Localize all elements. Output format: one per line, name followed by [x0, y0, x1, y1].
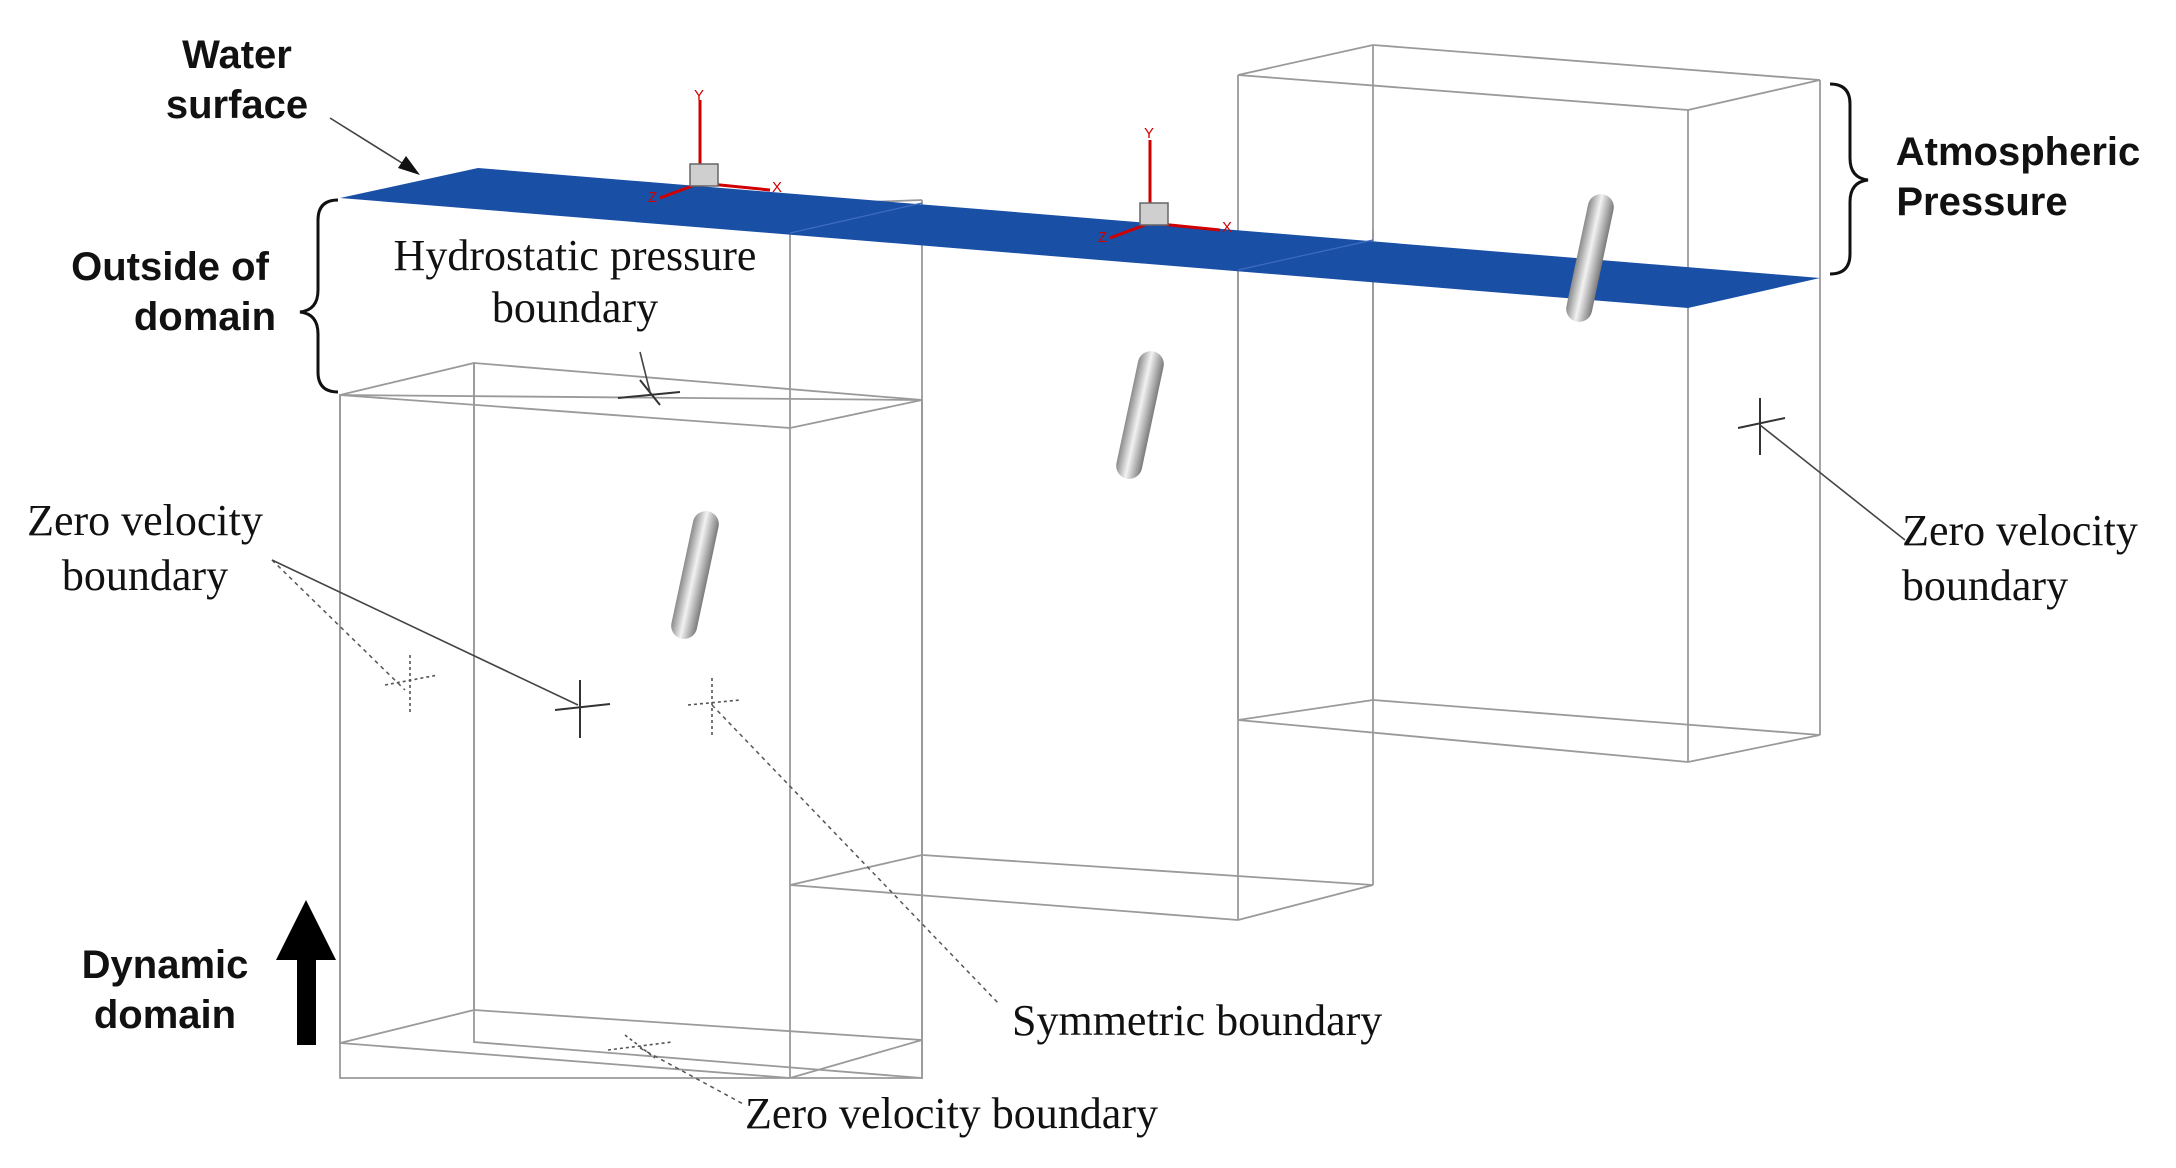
hydrostatic-label: boundary — [492, 283, 658, 332]
hydrostatic-label: Hydrostatic pressure — [394, 231, 757, 280]
zero-velocity-bottom-label: Zero velocity boundary — [745, 1089, 1158, 1138]
cylinder-left — [671, 511, 719, 639]
axis-y-label: Y — [1144, 125, 1154, 142]
leader-zero-velocity-right — [1759, 424, 1906, 541]
hydrostatic-marker — [617, 379, 681, 406]
zero-velocity-marker-left-dashed — [384, 655, 439, 715]
left-domain-box — [339, 362, 923, 1079]
water-surface-label: surface — [166, 83, 308, 127]
right-domain-box — [1237, 44, 1821, 763]
axis-x-label: X — [1222, 219, 1232, 236]
leader-zero-velocity-left-2 — [271, 559, 579, 706]
zero-velocity-left-label: Zero velocity — [27, 496, 263, 545]
zero-velocity-marker-left-solid — [554, 680, 611, 738]
outside-domain-label: Outside of — [71, 245, 269, 289]
zero-velocity-marker-right — [1737, 398, 1786, 455]
water-surface-label: Water — [182, 33, 292, 77]
axis-triad-middle: Y X Z — [1098, 125, 1232, 246]
cylinder-right — [1566, 194, 1614, 322]
dynamic-domain-label: domain — [94, 993, 236, 1037]
symmetric-boundary-label: Symmetric boundary — [1012, 996, 1382, 1045]
leader-zero-velocity-left-1 — [271, 559, 406, 691]
atmospheric-pressure-label: Atmospheric — [1896, 130, 2141, 174]
outside-domain-brace — [299, 198, 339, 394]
cylinder-middle — [1116, 351, 1164, 479]
dynamic-domain-label: Dynamic — [82, 943, 249, 987]
axis-y-label: Y — [694, 87, 704, 104]
axis-triad-left: Y X Z — [648, 87, 782, 206]
symmetric-marker — [687, 678, 741, 735]
dynamic-domain-arrow — [276, 900, 336, 1045]
leader-zero-velocity-bottom — [639, 1047, 746, 1106]
zero-velocity-right-label: Zero velocity — [1902, 506, 2138, 555]
outside-domain-label: domain — [134, 295, 276, 339]
atmospheric-brace — [1829, 82, 1869, 276]
axis-z-label: Z — [1098, 229, 1107, 246]
axis-z-label: Z — [648, 189, 657, 206]
middle-domain-box — [789, 199, 1374, 921]
leader-symmetric — [711, 704, 1001, 1006]
zero-velocity-left-label: boundary — [62, 551, 228, 600]
water-surface-plane — [340, 168, 1820, 308]
leader-water-surface — [329, 117, 420, 175]
axis-x-label: X — [772, 179, 782, 196]
atmospheric-pressure-label: Pressure — [1896, 180, 2067, 224]
zero-velocity-right-label: boundary — [1902, 561, 2068, 610]
leader-hydrostatic — [639, 351, 651, 393]
